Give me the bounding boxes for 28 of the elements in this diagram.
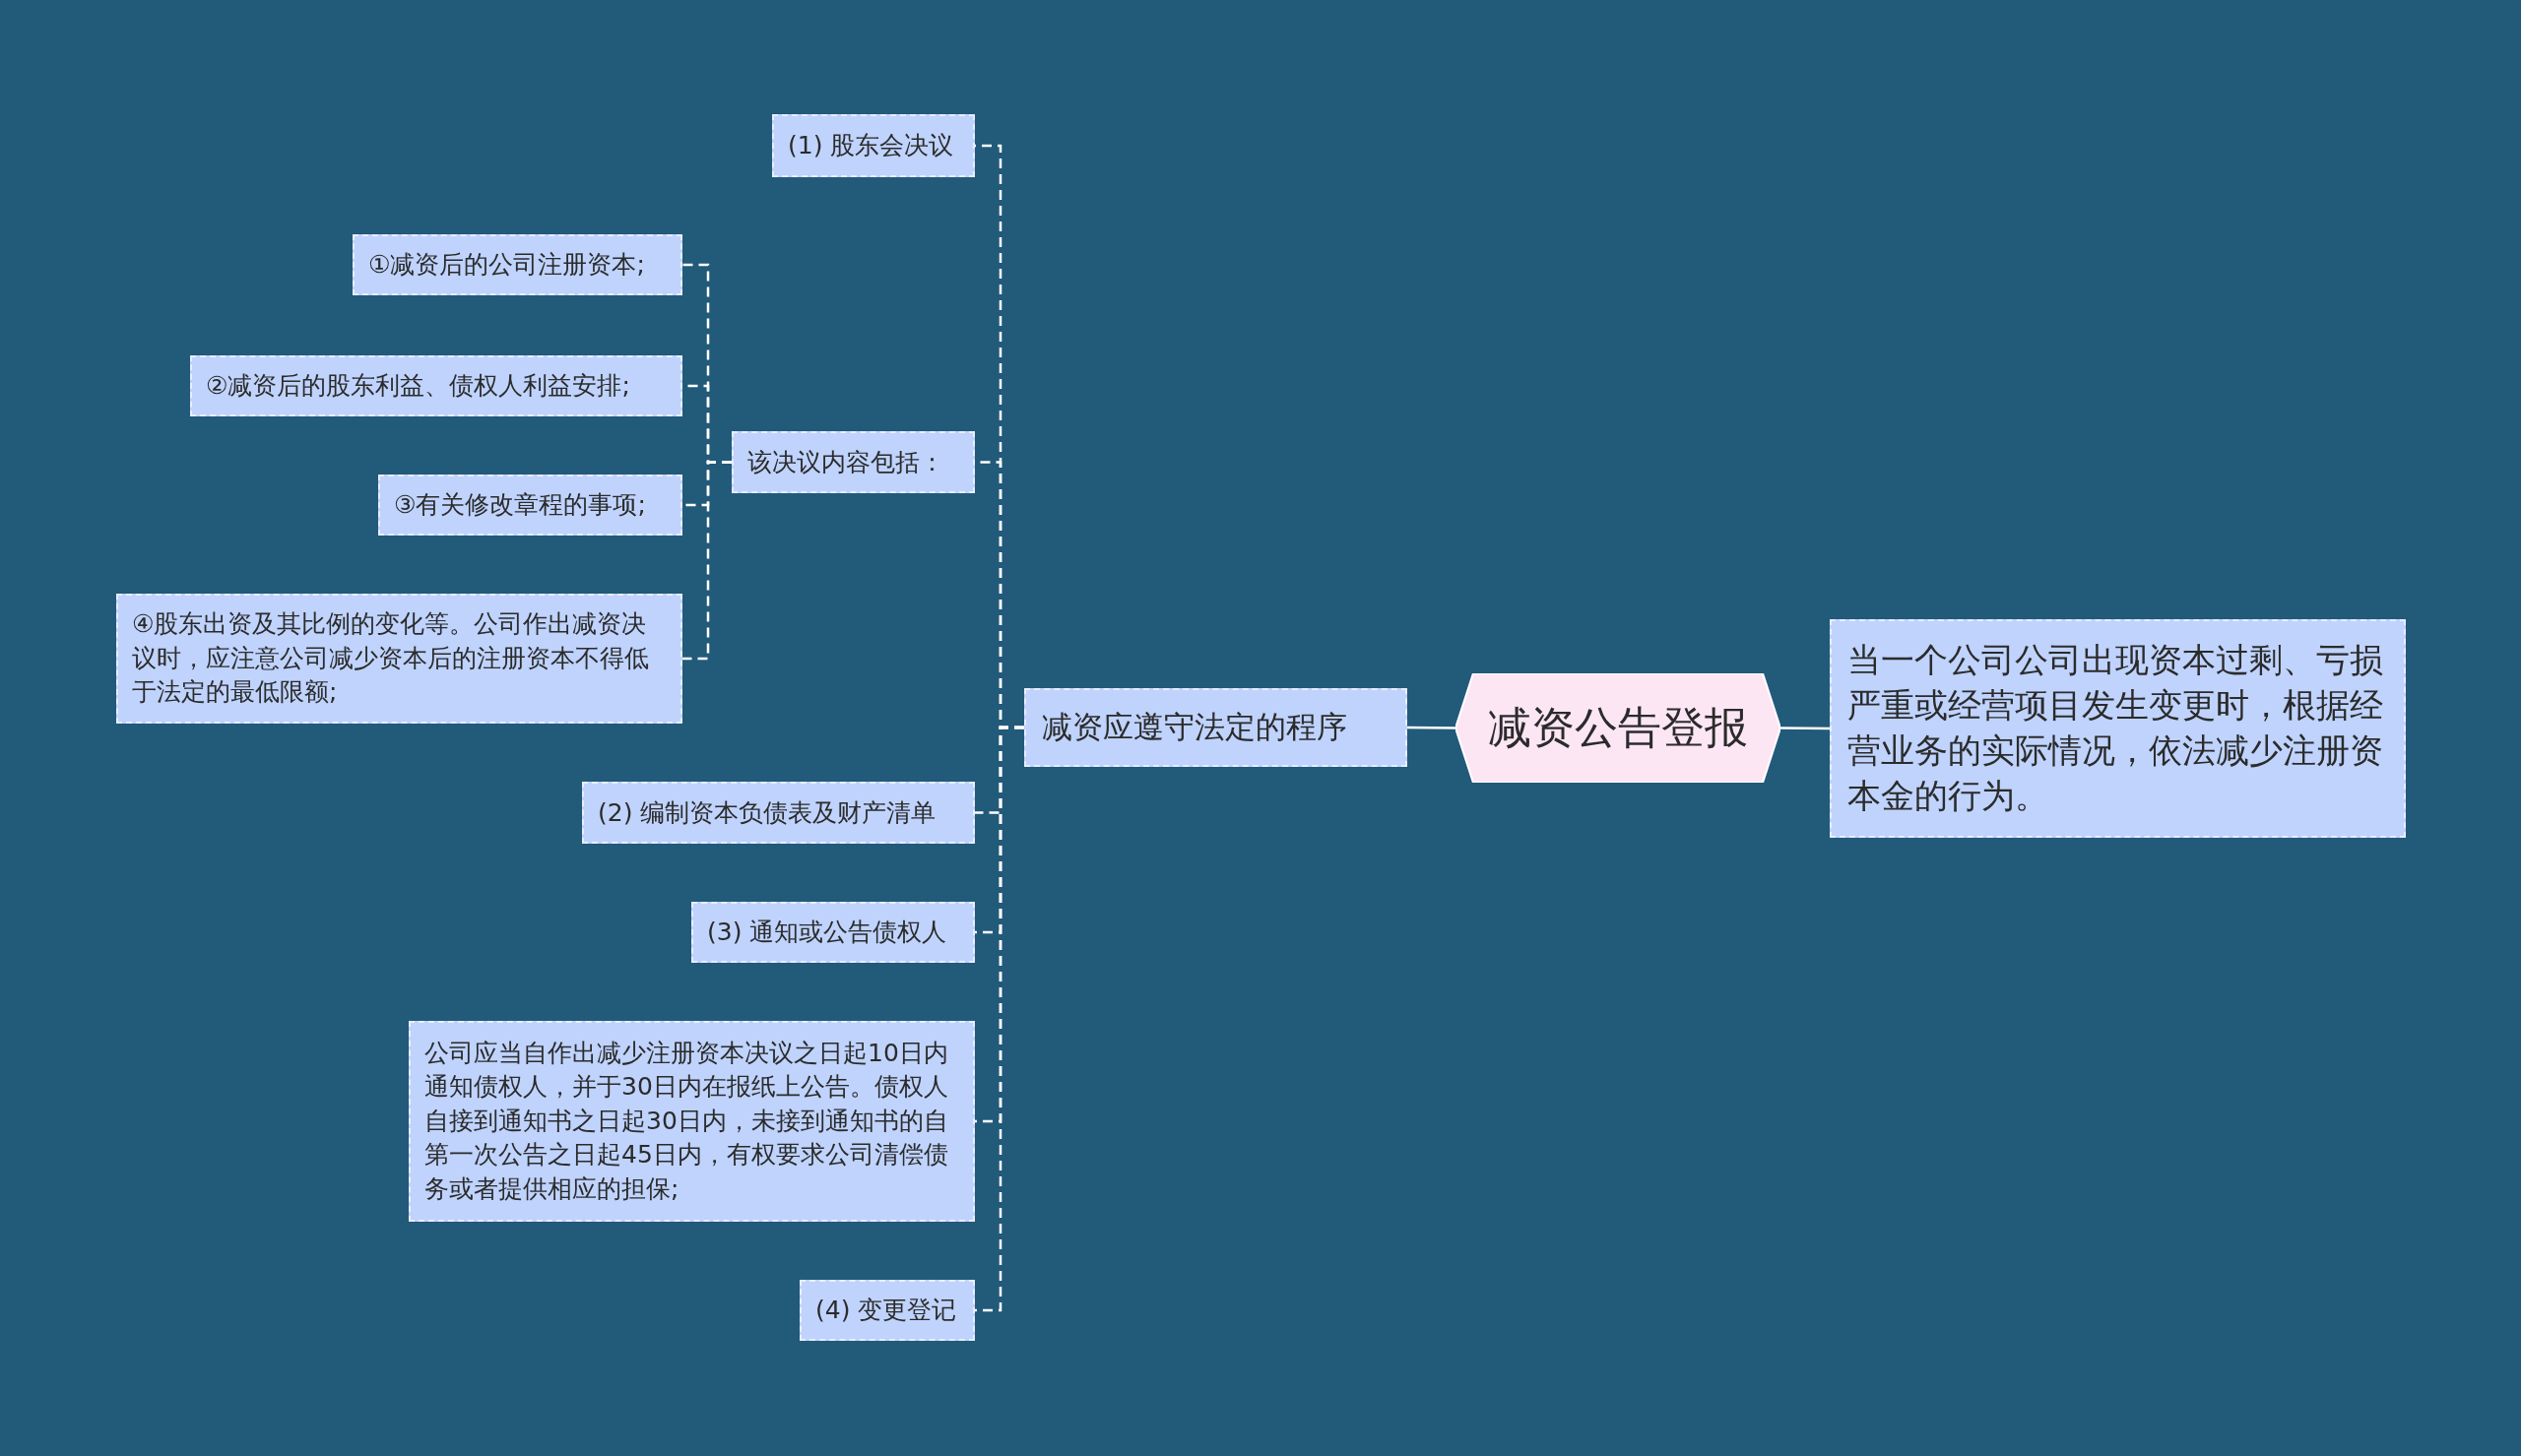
node-text: (1) 股东会决议 [788,131,954,160]
step-box [772,114,975,177]
connector-line [1780,727,1830,730]
node-text: (2) 编制资本负债表及财产清单 [598,797,937,828]
node-text: 公司应当自作出减少注册资本决议之日起10日内通知债权人，并于30日内在报纸上公告。债权人自接到通知书之日起30日内，未接到通知书的自第一次公告之日起45日内，有权要求公司清偿债务或者提供相应的担保; [424,1037,949,1205]
step-box [800,1280,975,1341]
item-box [353,234,682,295]
node-text: ①减资后的公司注册资本; [368,250,645,280]
detail-box [409,1021,975,1222]
topic-text: 减资公告登报 [1488,702,1748,754]
node-text: 该决议内容包括： [747,447,944,477]
item-box [116,594,682,724]
branch-box [1024,688,1407,767]
node-text: ③有关修改章程的事项; [394,490,646,520]
node-text: ④股东出资及其比例的变化等。公司作出减资决议时，应注意公司减少资本后的注册资本不得低于法定的最低限额; [132,608,650,709]
subtopic-box [732,431,975,493]
node-text: 减资应遵守法定的程序 [1042,709,1347,746]
step-box [582,782,975,844]
connector-line [1407,726,1455,729]
node-text: ②减资后的股东利益、债权人利益安排; [206,371,630,401]
connector-line [682,461,732,661]
node-text: 当一个公司公司出现资本过剩、亏损严重或经营项目发生变更时，根据经营业务的实际情况，依法减少注册资本金的行为。 [1847,639,2384,817]
node-text: (4) 变更登记 [815,1296,957,1325]
description-box [1830,619,2406,838]
step-box [691,902,975,963]
item-box [378,475,682,536]
item-box [190,355,682,416]
node-text: (3) 通知或公告债权人 [707,918,947,947]
